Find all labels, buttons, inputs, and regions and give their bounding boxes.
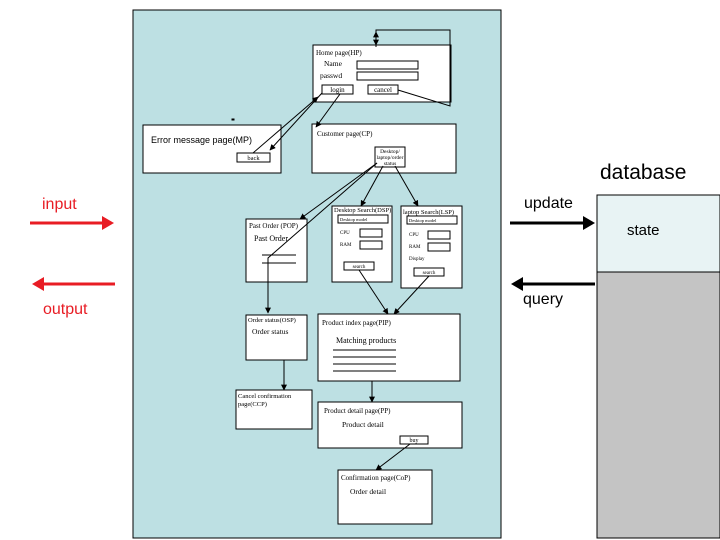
error-page-box: Error message page(MP) back [151,118,271,163]
product-detail-body: Product detail [342,420,384,429]
link-status[interactable]: status [384,161,397,167]
name-field[interactable] [356,60,419,70]
desktop-search-title: Desktop Search(DSP) [334,207,391,214]
query-arrow-head [511,277,523,291]
login-button[interactable] [321,84,354,95]
login-button-label: login [330,86,345,94]
laptop-search-title: laptop Search(LSP) [403,209,454,216]
desktop-cpu-label: CPU [340,231,350,236]
desktop-search-label: search [353,265,366,270]
product-index-body: Matching products [336,336,396,345]
desktop-ram-field[interactable] [359,240,383,250]
cp-to-lsp-arrow [394,165,419,207]
lsp-to-pip-arrow [393,275,430,315]
home-page-box: Home page(HP) Name passwd login cancel [312,44,452,103]
past-order-body: Past Order [254,234,288,243]
cp-to-osp-arrow [265,162,378,314]
confirmation-body: Order detail [350,487,386,496]
db-lower-block [596,271,720,539]
desktop-model-label: Desktop model [340,217,368,222]
passwd-label: passwd [320,71,342,80]
product-detail-page-box: Product detail page(PP) Product detail b… [317,401,463,449]
navigation-arrows [252,29,451,471]
confirmation-title: Confirmation page(CoP) [341,474,411,482]
order-links-box[interactable] [374,146,406,168]
past-order-page-box: Past Order (POP) Past Order [245,218,308,283]
cancel-confirmation-page-box: Cancel confirmation page(CCP) [235,389,313,430]
laptop-display-label: Display [409,257,425,262]
hp-to-cp-arrow [315,93,341,128]
update-arrow-head [583,216,595,230]
pp-to-cop-arrow [375,443,411,471]
laptop-cpu-field[interactable] [427,230,451,240]
order-status-title: Order status(OSP) [248,317,296,324]
home-page-title: Home page(HP) [316,49,362,57]
desktop-ram-label: RAM [340,243,352,248]
link-desktop[interactable]: Desktop/ [380,149,400,155]
laptop-cpu-label: CPU [409,233,419,238]
laptop-model-label: Desktop model [409,218,437,223]
update-label: update [524,195,573,212]
cancel-button[interactable] [367,84,399,95]
product-detail-title: Product detail page(PP) [324,407,391,415]
error-page-title: Error message page(MP) [151,135,252,145]
product-index-page-box: Product index page(PIP) Matching product… [317,313,461,382]
hp-loop-arrow [373,29,451,107]
cp-to-dsp-arrow [360,165,384,207]
customer-page-title: Customer page(CP) [317,130,373,138]
error-page-frame [142,124,282,174]
db-state-label: state [627,222,660,239]
cancel-conf-title-line1: Cancel confirmation [238,393,292,400]
input-label: input [42,196,77,213]
laptop-ram-label: RAM [409,245,421,250]
output-label: output [43,301,88,318]
desktop-search-page-box: Desktop Search(DSP) Desktop model CPU RA… [331,205,393,283]
input-arrow-head [102,216,114,230]
io-indicators: input output [30,196,115,318]
buy-button[interactable] [399,435,429,445]
mp-back-arrow [252,96,319,154]
laptop-search-label: search [423,271,436,276]
past-order-title: Past Order (POP) [249,222,299,230]
passwd-field[interactable] [356,71,419,81]
buy-button-label: buy [410,438,419,444]
dsp-to-pip-arrow [358,269,389,315]
name-label: Name [324,59,343,68]
output-arrow-head [32,277,44,291]
order-status-body: Order status [252,327,289,336]
customer-page-box: Customer page(CP) Desktop/ laptop/order … [311,123,457,174]
cancel-conf-title-line2: page(CCP) [238,401,267,408]
laptop-search-page-box: laptop Search(LSP) Desktop model CPU RAM… [400,205,463,289]
desktop-cpu-field[interactable] [359,228,383,238]
database-title: database [600,161,686,184]
link-laptop-order[interactable]: laptop/order [377,155,404,161]
cancel-button-label: cancel [374,86,392,94]
query-label: query [523,291,563,308]
cp-to-pop-arrow [299,162,378,220]
back-button-label: back [247,155,260,162]
product-index-title: Product index page(PIP) [322,319,391,327]
order-status-page-box: Order status(OSP) Order status [245,314,308,361]
laptop-ram-field[interactable] [427,242,451,252]
database-panel: database state update query [510,161,720,539]
confirmation-page-box: Confirmation page(CoP) Order detail [337,469,433,525]
